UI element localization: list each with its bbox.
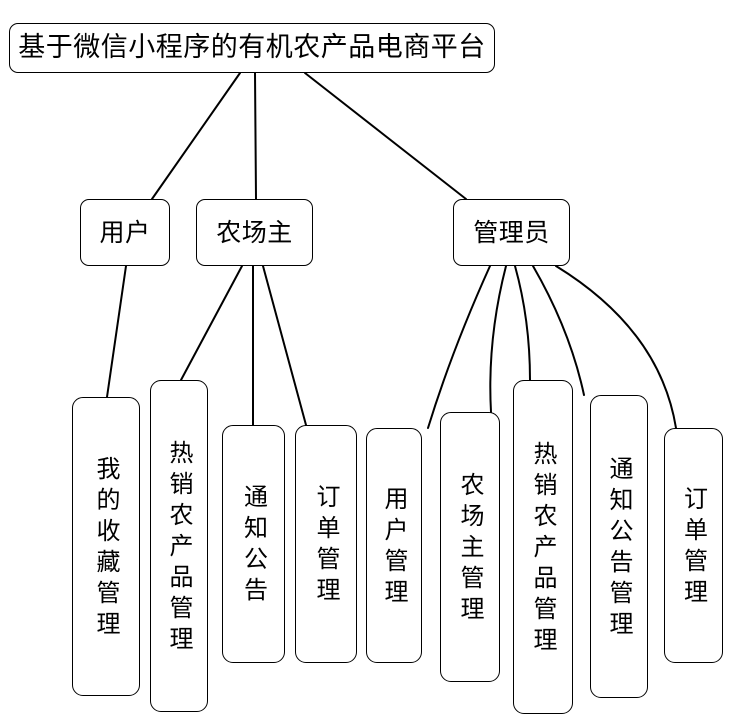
role-node-farmer[interactable]: 农场主: [196, 199, 313, 266]
leaf-node-leaf4[interactable]: 订单管理: [295, 425, 357, 663]
role-node-label: 管理员: [473, 217, 550, 247]
role-node-user[interactable]: 用户: [80, 199, 170, 266]
leaf-node-leaf9[interactable]: 订单管理: [664, 428, 723, 663]
edge-admin-to-leaf8: [532, 265, 585, 396]
leaf-node-label: 热销农产品管理: [165, 439, 193, 657]
role-node-admin[interactable]: 管理员: [453, 199, 570, 266]
leaf-node-leaf2[interactable]: 热销农产品管理: [150, 380, 208, 712]
leaf-node-leaf1[interactable]: 我的收藏管理: [72, 397, 140, 696]
leaf-node-label: 热销农产品管理: [529, 440, 557, 658]
leaf-node-leaf3[interactable]: 通知公告: [222, 425, 285, 663]
role-node-label: 农场主: [216, 217, 293, 247]
role-node-label: 用户: [99, 217, 151, 247]
leaf-node-leaf8[interactable]: 通知公告管理: [590, 395, 648, 698]
leaf-node-label: 订单管理: [679, 485, 708, 610]
leaf-node-label: 订单管理: [312, 484, 340, 608]
root-node-platform-title[interactable]: 基于微信小程序的有机农产品电商平台: [9, 23, 495, 73]
edge-farmer-to-leaf4: [262, 265, 307, 426]
leaf-node-label: 通知公告: [239, 484, 268, 608]
edge-admin-to-leaf6: [489, 265, 507, 413]
edge-farmer-to-leaf2: [180, 265, 243, 381]
edge-user-to-leaf1: [106, 265, 127, 398]
leaf-node-label: 用户管理: [380, 485, 408, 610]
leaf-node-leaf6[interactable]: 农场主管理: [440, 412, 500, 682]
edge-admin-to-leaf7: [514, 265, 531, 381]
edge-admin-to-leaf5: [427, 265, 491, 429]
leaf-node-label: 农场主管理: [456, 471, 484, 627]
edge-root-to-admin: [304, 72, 467, 200]
edge-root-to-farmer: [254, 72, 257, 200]
root-node-label: 基于微信小程序的有机农产品电商平台: [18, 32, 486, 64]
leaf-node-leaf5[interactable]: 用户管理: [366, 428, 422, 663]
leaf-node-label: 通知公告管理: [605, 455, 633, 642]
edge-root-to-user: [151, 72, 241, 200]
leaf-node-leaf7[interactable]: 热销农产品管理: [513, 380, 573, 714]
leaf-node-label: 我的收藏管理: [92, 455, 120, 642]
